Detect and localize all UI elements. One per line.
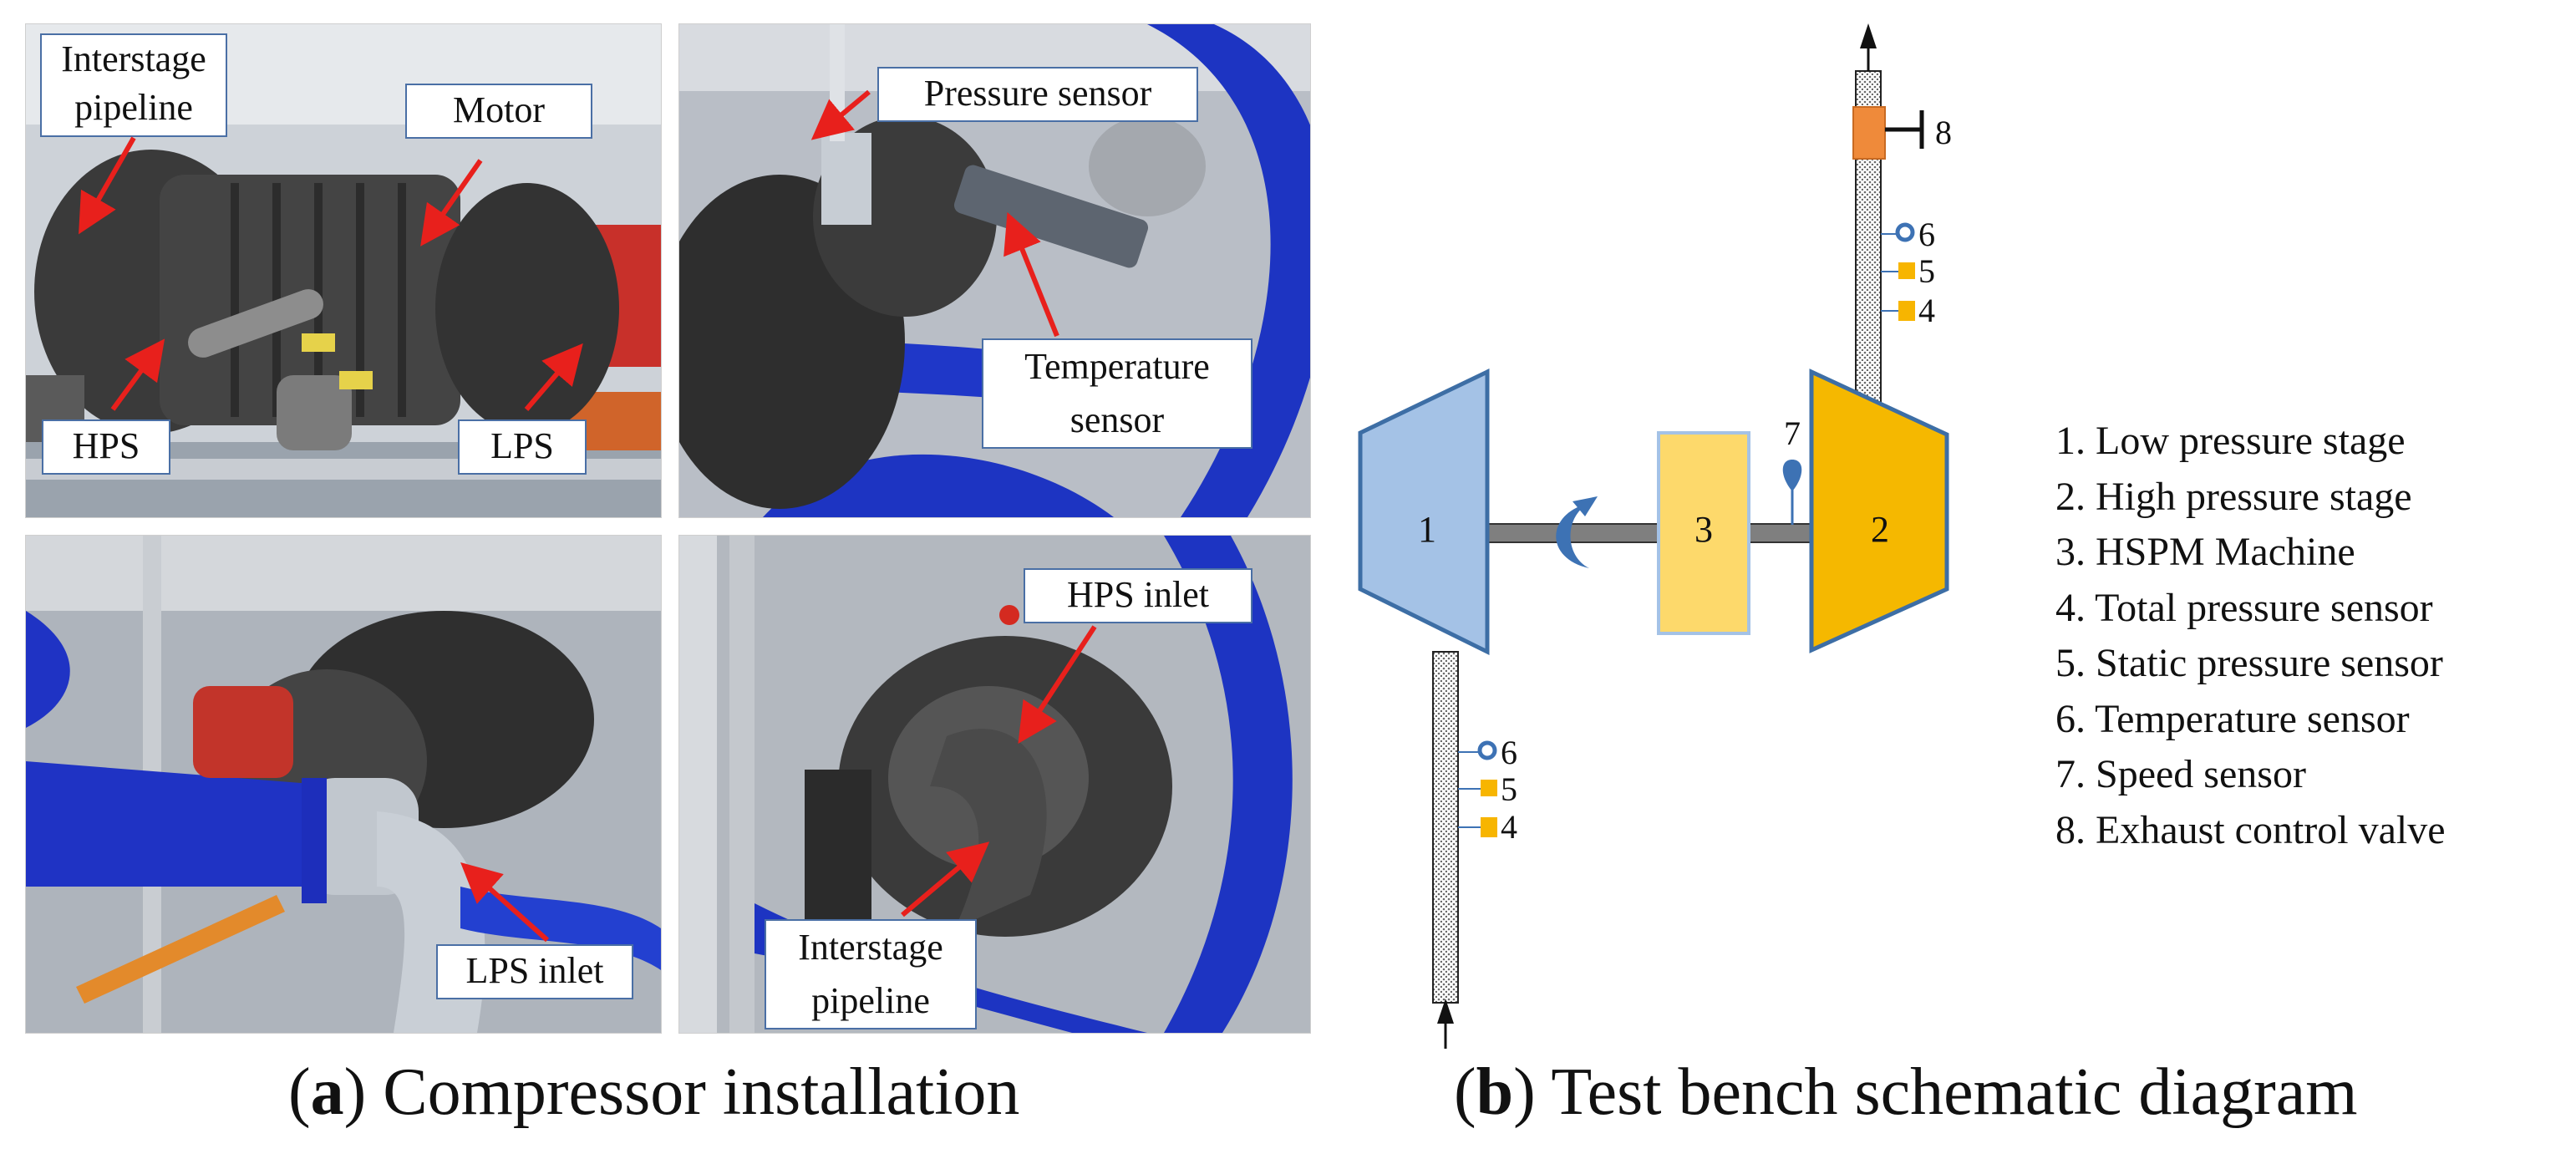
callout-lps-inlet: LPS inlet: [436, 944, 633, 999]
callout-lps: LPS: [458, 419, 587, 475]
legend-item-5: 5. Static pressure sensor: [2055, 641, 2443, 685]
arrow-hps-inlet: [1018, 625, 1097, 745]
label-stage-1: 1: [1418, 509, 1436, 550]
label-stage-2: 2: [1871, 509, 1889, 550]
rotation-arrow: [1556, 503, 1589, 568]
inlet-arrow: [1437, 999, 1454, 1024]
photo-arrows: [79, 89, 1097, 943]
top-temperature-sensor: [1895, 222, 1915, 242]
arrow-lps: [524, 343, 583, 411]
high-pressure-stage: [1809, 369, 1949, 653]
caption-b: (b) Test bench schematic diagram: [1454, 1055, 2358, 1129]
arrow-temperature-sensor: [1003, 211, 1059, 338]
inlet-pipe: [1432, 651, 1459, 1004]
callout-pressure-sensor: Pressure sensor: [877, 67, 1198, 122]
exhaust-valve: [1852, 106, 1886, 160]
arrow-pressure-sensor: [810, 89, 871, 140]
arrow-lps-inlet: [460, 862, 550, 943]
legend-item-8: 8. Exhaust control valve: [2055, 807, 2446, 852]
top-total-pressure-sensor: [1898, 301, 1915, 321]
arrow-interstage-2: [901, 841, 990, 918]
callout-interstage-pipeline-2: Interstage pipeline: [765, 919, 977, 1029]
label-top-total-4: 4: [1918, 292, 1935, 329]
callout-interstage-pipeline-1: Interstage pipeline: [40, 33, 227, 137]
hspm-machine: [1657, 431, 1750, 635]
speed-sensor: [1782, 460, 1802, 491]
callout-temperature-sensor: Temperature sensor: [982, 338, 1252, 449]
legend-item-3: 3. HSPM Machine: [2055, 530, 2355, 574]
label-bottom-total-4: 4: [1501, 808, 1517, 846]
label-bottom-temp-6: 6: [1501, 734, 1517, 771]
legend-item-1: 1. Low pressure stage: [2055, 419, 2406, 463]
bottom-total-pressure-sensor: [1481, 817, 1497, 837]
legend-item-6: 6. Temperature sensor: [2055, 696, 2410, 741]
label-bottom-static-5: 5: [1501, 770, 1517, 808]
legend-item-2: 2. High pressure stage: [2055, 474, 2412, 519]
bottom-temperature-sensor: [1477, 740, 1497, 760]
callout-hps-inlet: HPS inlet: [1024, 568, 1252, 623]
bottom-static-pressure-sensor: [1481, 780, 1497, 796]
caption-a: (a) Compressor installation: [288, 1055, 1020, 1129]
arrow-hps: [110, 338, 165, 411]
low-pressure-stage: [1358, 369, 1490, 656]
label-top-static-5: 5: [1918, 252, 1935, 290]
callout-motor: Motor: [405, 84, 592, 139]
legend-item-4: 4. Total pressure sensor: [2055, 585, 2433, 630]
outlet-arrow: [1860, 23, 1877, 48]
label-valve-8: 8: [1935, 114, 1952, 151]
legend-item-7: 7. Speed sensor: [2055, 752, 2306, 796]
label-top-temp-6: 6: [1918, 216, 1935, 253]
test-bench-schematic: 1 2 3 7 8 6 5 4 6 5 4: [1358, 23, 1952, 1049]
label-machine-3: 3: [1694, 509, 1713, 550]
callout-hps: HPS: [42, 419, 170, 475]
arrow-motor: [420, 159, 483, 247]
diagram-legend: 1. Low pressure stage 2. High pressure s…: [2055, 414, 2446, 858]
arrow-interstage-1: [79, 136, 136, 235]
label-speed-sensor-7: 7: [1784, 414, 1801, 452]
top-static-pressure-sensor: [1898, 262, 1915, 279]
